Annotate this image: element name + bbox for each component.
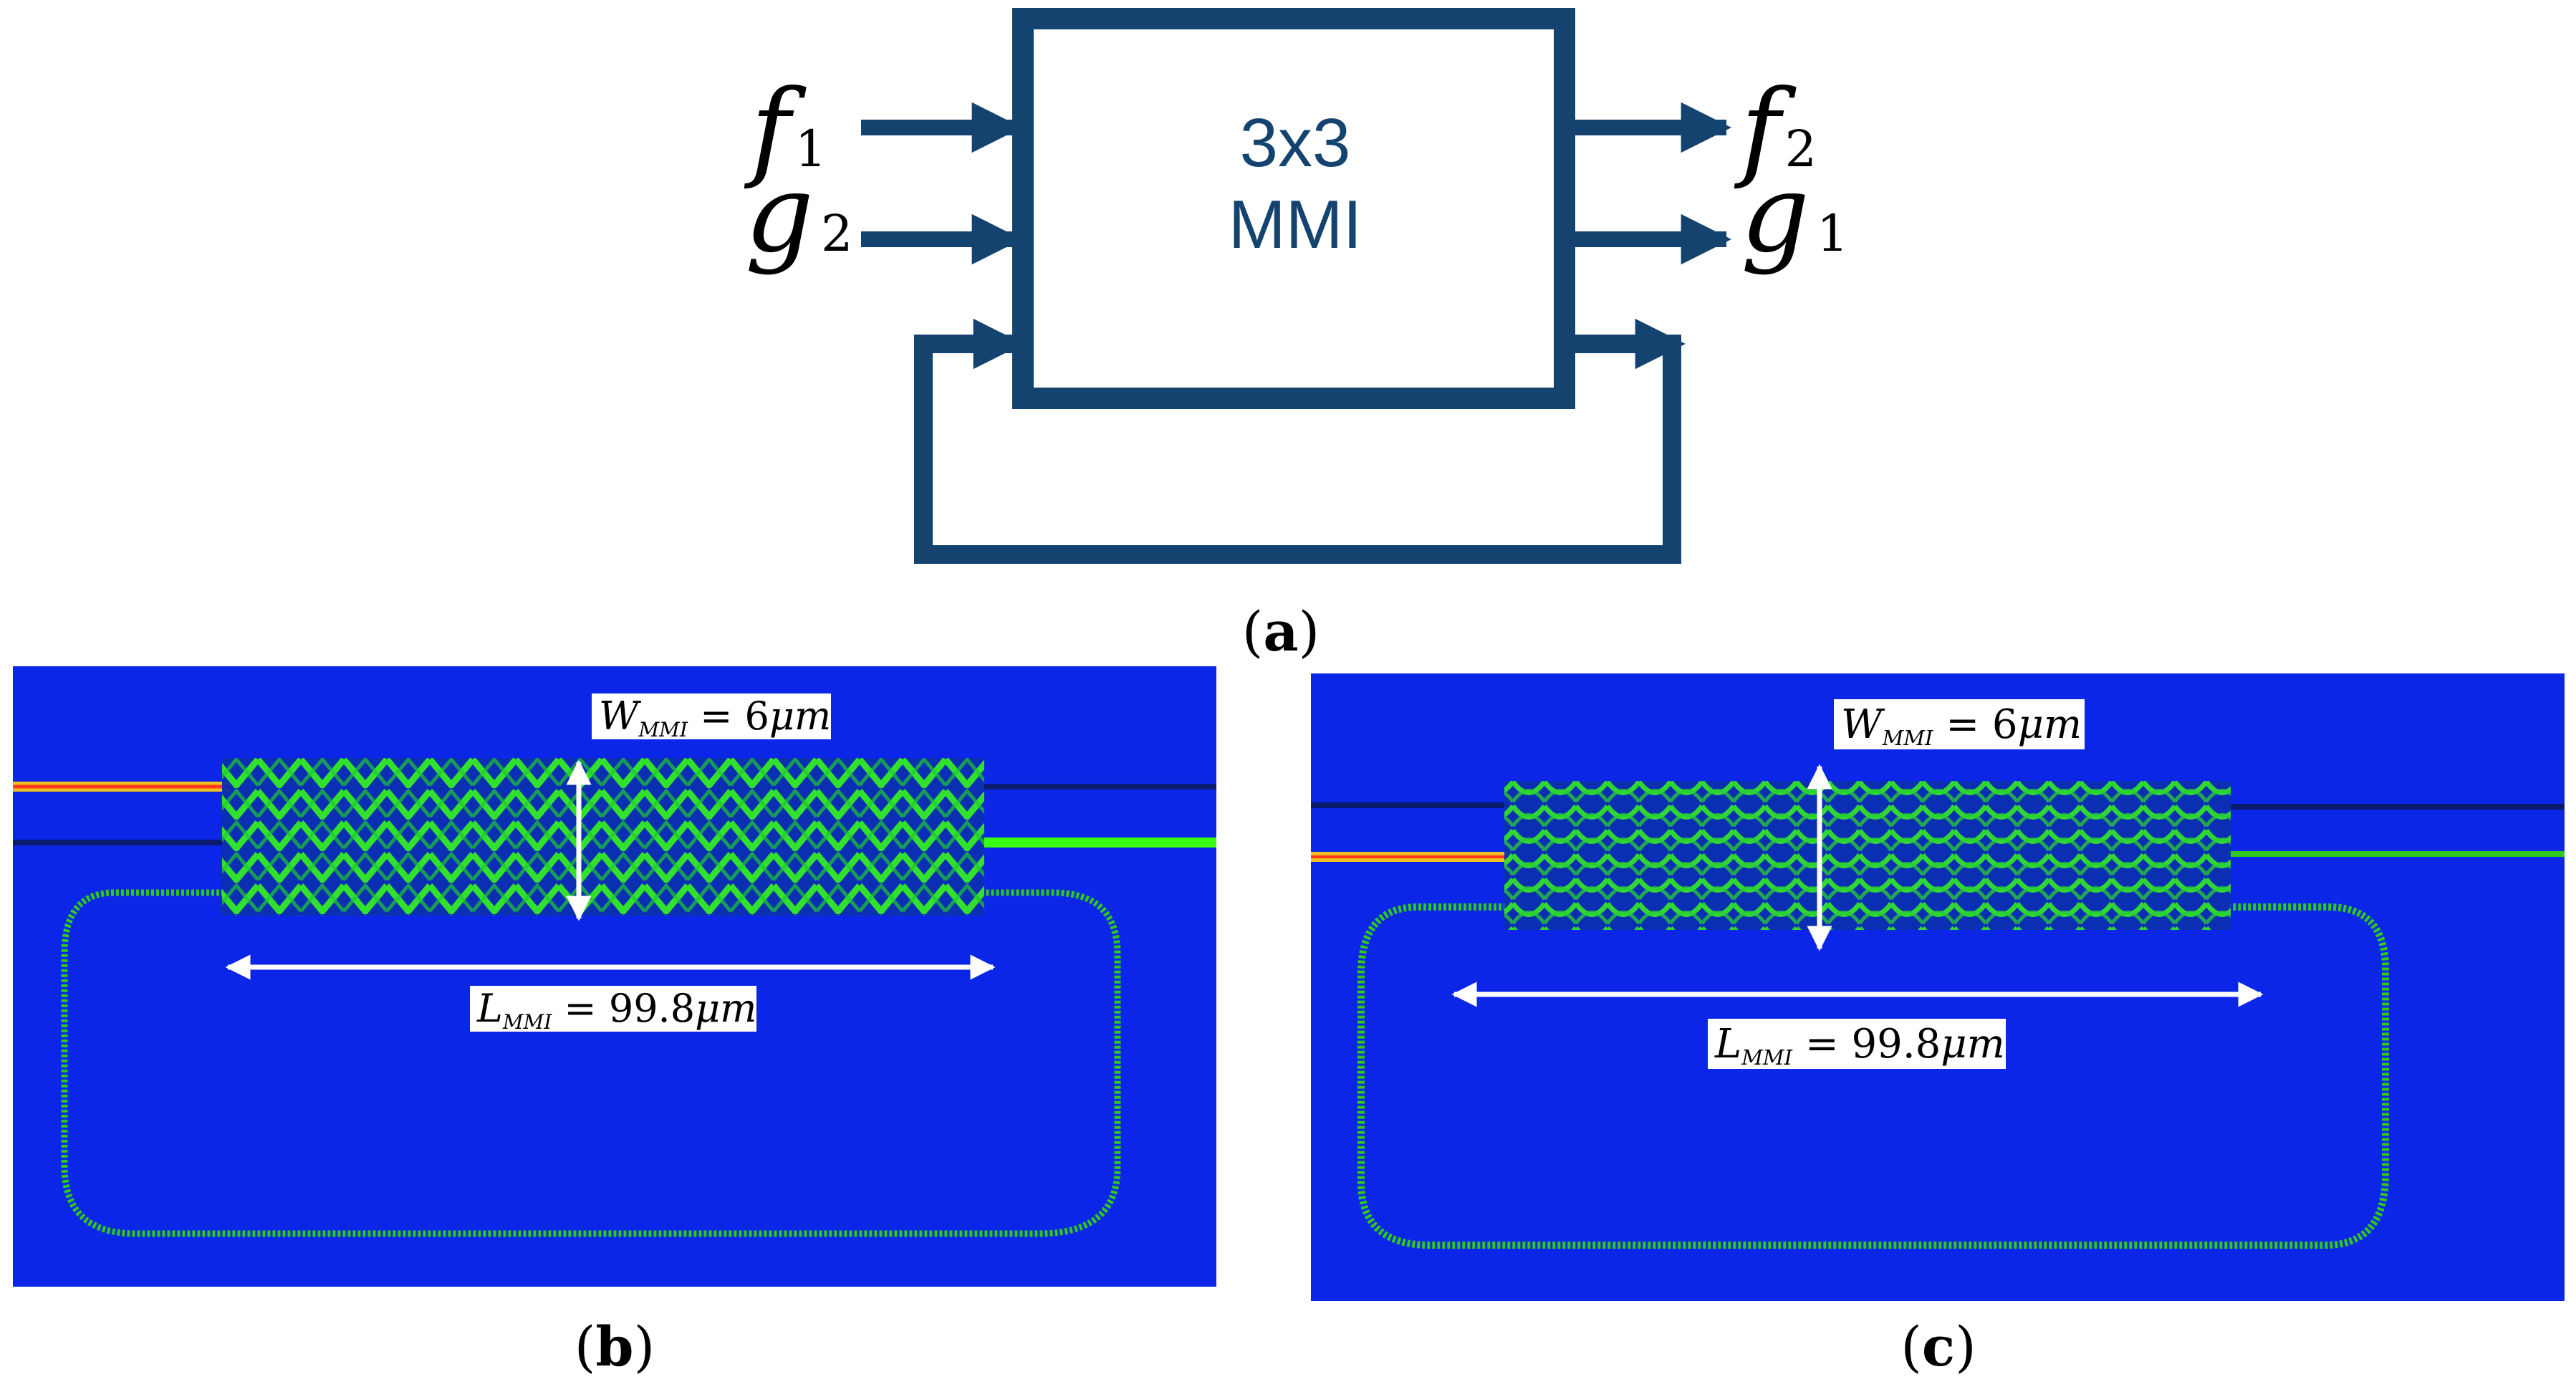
caption-b: (b)	[575, 1315, 655, 1378]
sim-c-length-label-box	[1708, 1019, 2006, 1069]
sim-b-loop-ring	[61, 889, 1121, 1237]
sim-c-length-label: LMMI = 99.8μm	[1714, 1021, 2005, 1070]
caption-a: (a)	[1242, 600, 1320, 663]
sim-b-width-label: WMMI = 6μm	[599, 693, 831, 741]
sim-c-width-label: WMMI = 6μm	[1841, 701, 2082, 750]
sim-b-length-label: LMMI = 99.8μm	[476, 986, 756, 1034]
mmi-label-line1: 3x3	[1240, 105, 1351, 181]
mmi-label-line2: MMI	[1229, 186, 1363, 263]
sim-b-width-label-box	[592, 693, 831, 739]
caption-c: (c)	[1900, 1315, 1976, 1378]
sim-c-width-label-box	[1834, 699, 2085, 749]
sim-c-mmi-section	[1504, 781, 2231, 930]
sim-c-background	[1311, 673, 2565, 1301]
panel-b-simulation: WMMI = 6μm LMMI = 99.8μm (b)	[13, 666, 1216, 1378]
sim-c-loop-ring	[1357, 903, 2389, 1249]
sim-b-length-label-box	[470, 986, 756, 1032]
mmi-block	[1012, 8, 1575, 409]
panel-c-simulation: WMMI = 6μm LMMI = 99.8μm (c)	[1311, 673, 2565, 1378]
sim-b-mmi-section	[222, 758, 984, 916]
